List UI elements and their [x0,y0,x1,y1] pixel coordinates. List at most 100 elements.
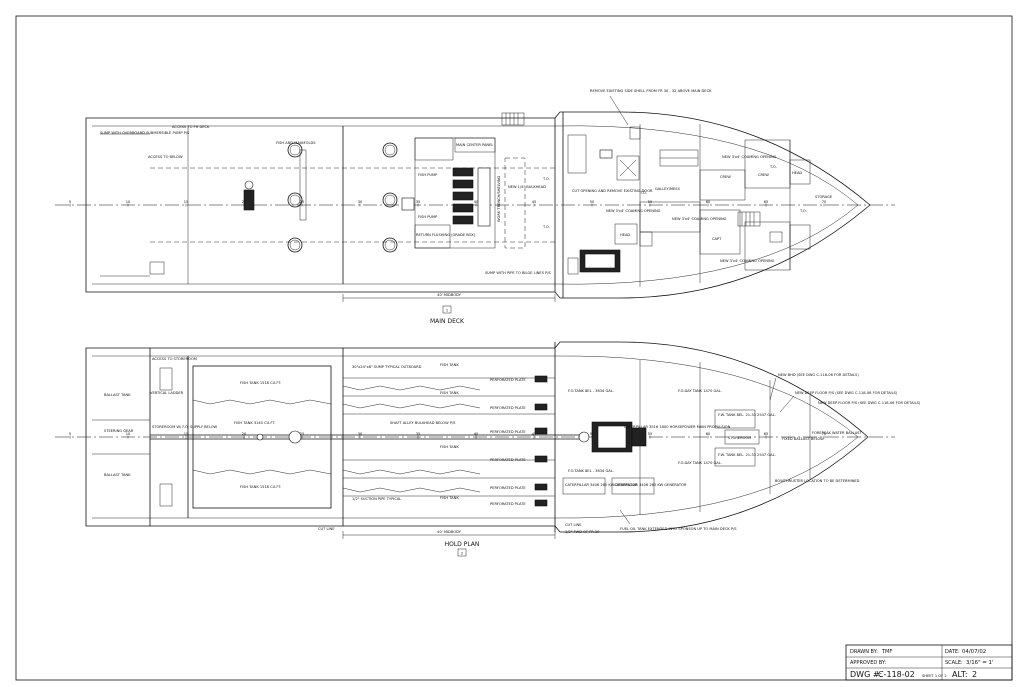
hp-fw-tank-2: F.W. TANK 8EL. 21-33 2547 GAL. [718,453,776,457]
hp-fixed-ballast: FIXED BALLAST BELOW [782,437,824,441]
tb-scale-label: SCALE: [945,660,963,666]
hp-fo-day-2: F.O.DAY TANK 1470 GAL. [678,461,722,465]
tb-sheet: SHEET 1 OF 2 [922,674,947,678]
hp-steering-gear: STEERING GEAR [104,429,134,433]
hp-perforated-4: PERFORATED PLATE [490,458,526,462]
hp-access-storeroom: ACCESS TO STOREROOM [152,357,197,361]
frame-number-label: 20 [242,200,247,204]
hold-plan-midbody-dim: 40' MIDBODY [437,530,461,534]
hp-shaft-alley: SHAFT ALLEY BULKHEAD BELOW P/S [390,421,456,425]
frame-number-label: 5 [69,200,71,204]
hp-fish-tank-bot: FISH TANK [440,496,459,500]
hp-ballast-tank-2: BALLAST TANK [104,473,131,477]
main-deck-stair [501,112,525,126]
frame-number-label: 65 [764,200,769,204]
hp-forepeak: FOREPEAK WATER BALLAST [812,431,862,435]
hold-plan-section-mark: 2 [461,552,463,556]
note-remove-shell: REMOVE EXISTING SIDE SHELL FROM FR 30 - … [590,89,712,93]
hp-gen-2: CATERPILLAR 3406 260 KW GENERATOR [614,483,687,487]
note-new-bulkhead: NEW 1/4" BULKHEAD [508,185,546,189]
frame-number-label: 20 [242,432,247,436]
hp-cut-line-fr: 1/2" FWD OF FR 30 [565,530,600,534]
hp-ballast-tank-1: BALLAST TANK [104,393,131,397]
note-new-opening-4: NEW 3'x4' COAMING OPENING [720,259,775,263]
note-to-1: T.O. [542,177,550,181]
frame-number-label: 50 [590,200,595,204]
frame-number-label: 30 [358,432,363,436]
frame-number-label: 50 [590,432,595,436]
frame-number-label: 40 [474,432,479,436]
frame-number-label: 40 [474,200,479,204]
note-storage: STORAGE [815,195,833,199]
frame-number-label: 65 [764,432,769,436]
note-to-5: T.O. [799,209,807,213]
midbody-tanks [342,375,555,507]
note-fish-pump-2: FISH PUMP [418,215,438,219]
frame-number-label: 60 [706,432,711,436]
frame-number-label: 45 [532,200,537,204]
note-new-opening-2: NEW 3'x4' COAMING OPENING [606,209,661,213]
hp-fish-tank-1: FISH TANK 1518 CU.FT. [240,381,281,385]
hp-cut-line-1: CUT LINE [318,527,335,531]
tb-dwg-number: C-118-02 [878,670,915,679]
note-main-center: MAIN CENTER PANEL [456,143,493,147]
hp-fish-tank-mid1: FISH TANK [440,391,459,395]
frame-number-label: 15 [184,432,189,436]
tb-alt-label: ALT: [952,670,968,679]
hp-perforated-1: PERFORATED PLATE [490,378,526,382]
note-capt: CAPT [712,237,722,241]
frame-number-label: 70 [822,432,827,436]
frame-number-label: 60 [706,200,711,204]
frame-number-label: 35 [416,432,421,436]
note-galley: GALLEY/MESS [655,187,681,191]
tb-scale: 3/16" = 1' [966,660,993,666]
hp-suction-pipe: 1/2" SUCTION PIPE TYPICAL [352,497,401,501]
note-head-fwd: HEAD [792,171,802,175]
hp-fuel-oil-note: FUEL OIL TANK EXTENDED INTO SPONSON UP T… [620,527,737,531]
hp-fo-day-1: F.O.DAY TANK 1470 GAL. [678,389,722,393]
title-block: DRAWN BY: TMF DATE: 04/07/02 APPROVED BY… [845,644,1013,681]
hold-plan-hull-outline [85,341,869,533]
hp-new-deep-floor-1: NEW DEEP FLOOR P/S (SEE DWG C-118-06 FOR… [795,391,898,395]
frame-number-label: 45 [532,432,537,436]
note-sump-overboard: SUMP WITH OVERBOARD SUBMERSIBLE PUMP P/S [100,131,190,135]
hp-gen-1: CATERPILLAR 3406 260 KW GENERATOR [565,483,638,487]
hp-fo-tank-2: F.O.TANK 8EL - 3634 GAL. [568,469,614,473]
hp-storeroom-aft: STOREROOM W/ F.O. SUPPLY BELOW [152,425,218,429]
hp-perforated-2: PERFORATED PLATE [490,406,526,410]
hp-fw-tank-1: F.W. TANK 8EL. 21-33 2547 GAL. [718,413,776,417]
hp-fish-tank-top: FISH TANK [440,363,459,367]
pump-array [452,167,491,227]
main-engine [578,421,647,453]
hp-sump: 30"x24"x8" SUMP TYPICAL OUTBOARD [352,365,422,369]
hp-perforated-5: PERFORATED PLATE [490,486,526,490]
hp-bowthruster: BOWTHRUSTER LOCATION TO BE DETERMINED [775,479,860,483]
frame-number-label: 25 [300,432,305,436]
note-access-deck: ACCESS TO FH DECK [172,125,210,129]
hp-perforated-3: PERFORATED PLATE [490,430,526,434]
hp-storeroom-fwd: STOREROOM [728,436,751,440]
note-crew-2: CREW [758,173,769,177]
frame-number-label: 55 [648,432,653,436]
hp-new-bhd: NEW BHD (SEE DWG C-118-06 FOR DETAILS) [778,373,859,377]
hp-cut-line-2: CUT LINE [565,523,582,527]
note-fish-manifolds: FISH AND MANIFOLDS [276,141,316,145]
frame-number-label: 5 [69,432,71,436]
tb-date: 04/07/02 [962,649,986,655]
main-deck-midbody-dim: 40' MIDBODY [437,293,461,297]
note-head-aft: HEAD [620,233,630,237]
hp-fish-tank-2: FISH TANK 3140 CU.FT. [234,421,275,425]
note-sump-pipe: SUMP WITH PIPE TO BILGE LINES P/S [485,271,551,275]
frame-number-label: 15 [184,200,189,204]
note-work-trench: WORK TRENCH/SHELVING [497,175,501,222]
note-cut-opening: CUT OPENING AND REMOVE EXISTING DOOR [572,189,653,193]
hp-new-deep-floor-2: NEW DEEP FLOOR P/S (SEE DWG C-118-06 FOR… [818,401,921,405]
main-deck-section-mark: 1 [446,309,448,313]
note-to-3: T.O. [639,191,647,195]
note-to-2: T.O. [542,225,550,229]
tb-dwg-label: DWG #: [850,670,882,679]
fish-tank-block [192,365,332,509]
